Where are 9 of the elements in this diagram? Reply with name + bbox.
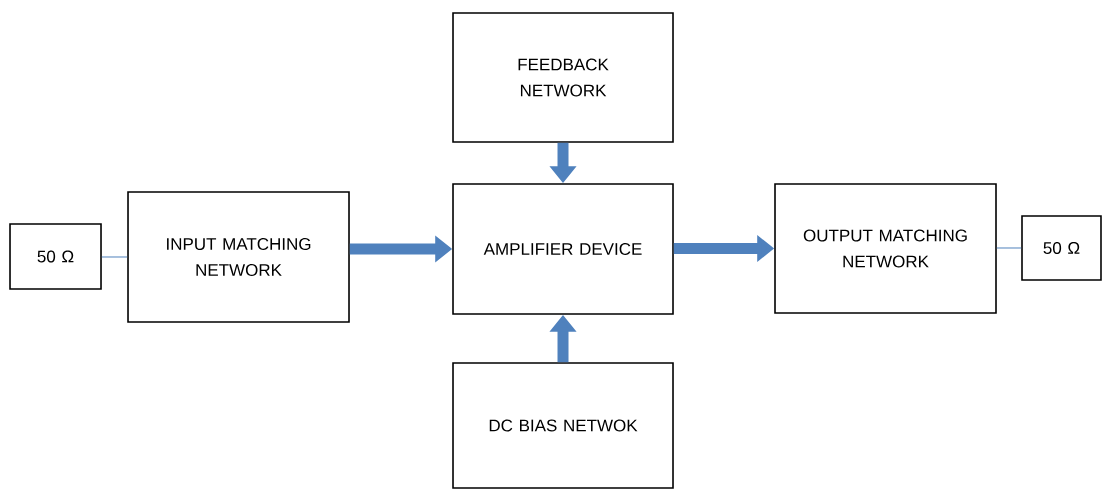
block-box: OUTPUT MATCHING NETWORK: [774, 183, 997, 314]
block-box: FEEDBACK NETWORK: [452, 12, 674, 143]
connector-line: [996, 247, 1022, 249]
connector-line: [101, 256, 128, 258]
block-box: AMPLIFIER DEVICE: [452, 183, 674, 315]
block-box: DC BIAS NETWOK: [452, 362, 674, 489]
block-box: 50 Ω: [1021, 215, 1102, 281]
block-box: 50 Ω: [9, 223, 102, 290]
block-box: INPUT MATCHING NETWORK: [127, 191, 350, 323]
